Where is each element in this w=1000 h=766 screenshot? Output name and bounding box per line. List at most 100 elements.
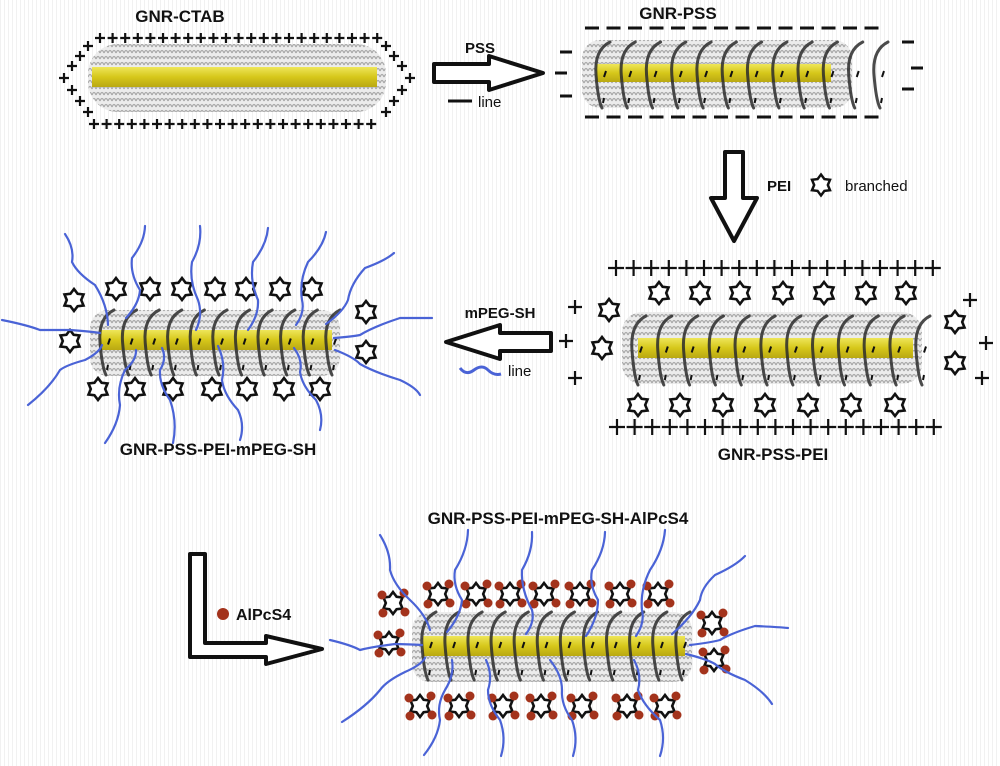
pss-segment xyxy=(474,641,480,676)
pss-segment xyxy=(497,641,503,676)
pss-polymer-coils xyxy=(630,314,932,387)
plus-charge xyxy=(679,419,696,435)
plus-charge xyxy=(801,260,818,276)
plus-charge xyxy=(290,119,301,129)
alpcs4-dot xyxy=(482,579,492,589)
pss-coil xyxy=(630,314,648,387)
plus-charge xyxy=(979,336,993,350)
alpcs4-dot xyxy=(627,598,637,608)
pss-coil xyxy=(862,314,880,387)
arrow-step-alpcs4: AlPcS4 xyxy=(188,552,324,666)
plus-charge xyxy=(608,260,624,276)
plus-charge xyxy=(872,260,888,276)
mpeg-chains xyxy=(328,528,790,758)
gold-rod xyxy=(100,330,332,350)
pss-segment xyxy=(728,70,734,104)
alpcs4-dot xyxy=(611,693,621,703)
pss-coil xyxy=(211,308,229,377)
alpcs4-dot xyxy=(696,610,706,620)
plus-charge xyxy=(568,371,582,385)
pss-coil xyxy=(628,610,646,682)
pss-segment xyxy=(829,70,835,104)
pss-coil xyxy=(888,314,906,387)
pss-segment xyxy=(854,70,860,104)
alpcs4-dot xyxy=(483,598,493,608)
mpeg-chain xyxy=(688,624,790,647)
plus-charge xyxy=(854,260,871,276)
alpcs4-dot xyxy=(423,599,433,609)
alpcs4-dot xyxy=(588,691,598,701)
mpeg-chain xyxy=(292,346,323,432)
reagent-label-pei: PEI xyxy=(767,178,791,195)
alpcs4-dot xyxy=(604,581,614,591)
pss-coil xyxy=(745,40,764,110)
mpeg-chain xyxy=(158,346,176,445)
nanorod-gnr-pss-pei-mpeg-sh xyxy=(0,224,434,445)
plus-charge xyxy=(252,119,263,129)
plus-charge xyxy=(714,419,731,435)
pss-coil xyxy=(301,308,319,377)
plus-charge xyxy=(284,33,294,43)
pss-coil xyxy=(581,610,600,682)
plus-charge xyxy=(101,119,112,129)
pss-segment xyxy=(638,346,643,381)
alpcs4-dot xyxy=(395,628,405,638)
plus-charge xyxy=(132,33,143,43)
pss-coil xyxy=(233,308,252,377)
pss-coil xyxy=(733,314,751,387)
positive-charges xyxy=(59,33,415,129)
pss-segment xyxy=(753,70,759,104)
alpcs4-dot xyxy=(373,630,383,640)
alpcs4-dot xyxy=(494,581,504,591)
alpcs4-dot xyxy=(405,711,415,721)
alpcs4-dot xyxy=(466,710,476,720)
plus-charge xyxy=(170,33,181,43)
mpeg-chain xyxy=(333,348,422,397)
alpcs4-dot xyxy=(564,581,574,591)
pss-segment xyxy=(612,641,618,676)
alpcs4-dot xyxy=(495,599,505,609)
pss-segment xyxy=(792,346,798,381)
pss-coil xyxy=(489,610,507,682)
pss-polymer-coils xyxy=(594,40,890,110)
plus-charge xyxy=(609,419,625,435)
plus-charge xyxy=(389,51,399,61)
positive-charges xyxy=(559,260,993,435)
negative-charges xyxy=(555,26,923,119)
plus-charge xyxy=(397,61,407,71)
pss-segment xyxy=(428,641,433,676)
pss-coil xyxy=(872,40,890,110)
alpcs4-dot xyxy=(529,599,539,609)
plus-charge xyxy=(278,119,288,129)
alpcs4-dot xyxy=(517,598,527,608)
plus-charge xyxy=(139,119,150,129)
plus-charge xyxy=(296,33,307,43)
pss-segment xyxy=(715,346,721,381)
mpeg-chain xyxy=(340,656,427,724)
pss-segment xyxy=(589,641,595,676)
plus-charge xyxy=(321,33,332,43)
pss-segment xyxy=(627,70,633,104)
pss-segment xyxy=(677,70,683,104)
plus-charge xyxy=(189,119,200,129)
plus-charge xyxy=(678,260,695,276)
plus-charge xyxy=(731,260,748,276)
plus-charge xyxy=(784,260,800,276)
pss-coil xyxy=(188,308,206,377)
alpcs4-dot xyxy=(528,581,538,591)
pss-segment xyxy=(196,338,202,371)
wavy-line-legend-icon xyxy=(458,365,502,376)
alpcs4-dot xyxy=(396,647,406,657)
mpeg-chain xyxy=(63,232,110,327)
plus-charge xyxy=(766,260,783,276)
legend-text-branched: branched xyxy=(845,178,908,195)
pss-segment xyxy=(804,70,810,104)
pss-segment xyxy=(896,346,902,381)
plus-charge xyxy=(381,107,391,117)
plus-charge xyxy=(328,119,339,129)
pss-coil xyxy=(656,314,674,387)
pss-segment xyxy=(880,70,885,104)
plus-charge xyxy=(215,119,225,129)
alpcs4-dot xyxy=(649,693,659,703)
plus-charge xyxy=(366,119,377,129)
